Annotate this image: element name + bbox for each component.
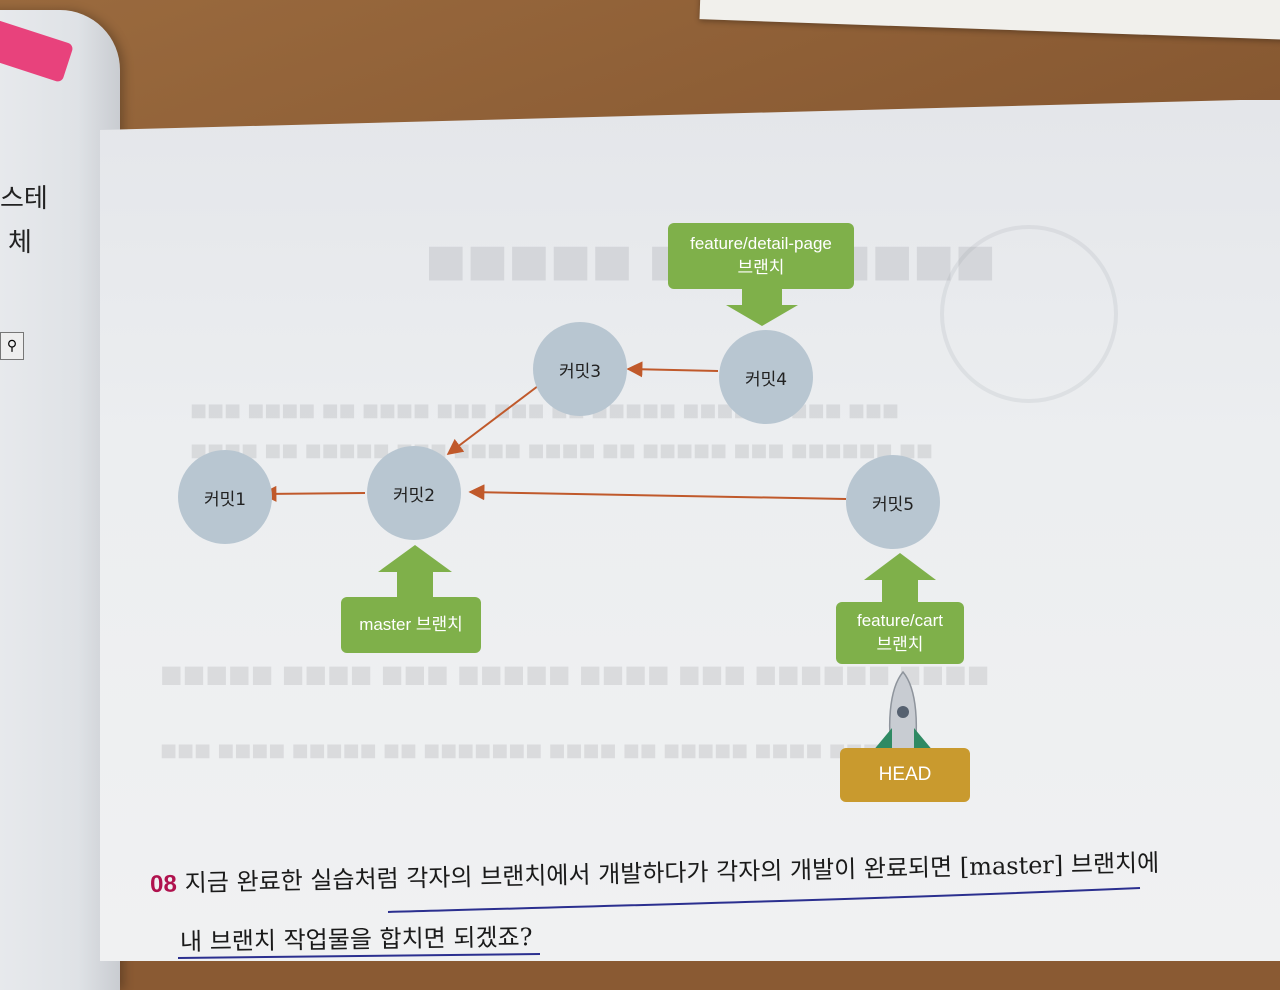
bleed-through-text: ■■■■■ ■■■■ ■■■ ■■■■■ ■■■■ ■■■ ■■■■■■ ■■■… — [160, 660, 990, 688]
arrow-commit3-to-commit2 — [446, 385, 539, 455]
commit-5-label: 커밋5 — [871, 494, 915, 515]
commit-3-node: 커밋3 — [533, 322, 627, 416]
pointer-arrow-feature-detail — [726, 288, 798, 326]
pointer-arrow-feature-cart — [864, 553, 936, 604]
feature-detail-page-branch-label: feature/detail-page 브랜치 — [668, 223, 854, 289]
feature-cart-branch-suffix: 브랜치 — [876, 635, 924, 654]
commit-1-label: 커밋1 — [203, 489, 247, 510]
feature-detail-page-branch-name: feature/detail-page — [690, 234, 832, 253]
master-branch-label: master 브랜치 — [341, 597, 481, 653]
commit-4-node: 커밋4 — [719, 330, 813, 424]
arrow-commit4-to-commit3 — [626, 361, 719, 378]
underline-1 — [387, 887, 1141, 913]
master-branch-name: master 브랜치 — [359, 615, 463, 634]
feature-cart-branch-label: feature/cart 브랜치 — [836, 602, 964, 664]
pen-underlines — [177, 887, 1141, 959]
feature-detail-page-branch-suffix: 브랜치 — [737, 258, 785, 277]
left-page-text-1: 스테 — [0, 184, 48, 214]
commit-3-label: 커밋3 — [558, 361, 602, 382]
head-label-text: HEAD — [878, 764, 932, 785]
pointer-arrow-master — [378, 545, 452, 598]
feature-cart-branch-name: feature/cart — [857, 611, 943, 630]
underline-2 — [177, 953, 541, 959]
magnifier-icon: ⚲ — [0, 332, 24, 360]
diagram-graphics — [260, 288, 936, 753]
bleed-through-text: ■■■■ ■■ ■■■■■ ■■■ ■■■■ ■■■■ ■■ ■■■■■ ■■■… — [190, 440, 933, 461]
bleed-through-text: ■■■ ■■■■ ■■■■■ ■■ ■■■■■■■ ■■■■ ■■ ■■■■■ … — [160, 740, 880, 761]
commit-1-node: 커밋1 — [178, 450, 272, 544]
commit-2-label: 커밋2 — [392, 485, 436, 506]
commit-4-label: 커밋4 — [744, 369, 788, 390]
commit-2-node: 커밋2 — [367, 446, 461, 540]
commit-5-node: 커밋5 — [846, 455, 940, 549]
arrow-commit5-to-commit2 — [468, 484, 847, 501]
arrow-commit2-to-commit1 — [260, 485, 366, 502]
left-page-text-2: 체 — [8, 228, 32, 258]
head-pointer-label: HEAD — [840, 748, 970, 802]
bleed-through-circle — [940, 225, 1118, 403]
bleed-through-text: ■■■ ■■■■ ■■ ■■■■ ■■■ ■■■ ■■ ■■■■■ ■■■■ ■… — [190, 400, 899, 421]
